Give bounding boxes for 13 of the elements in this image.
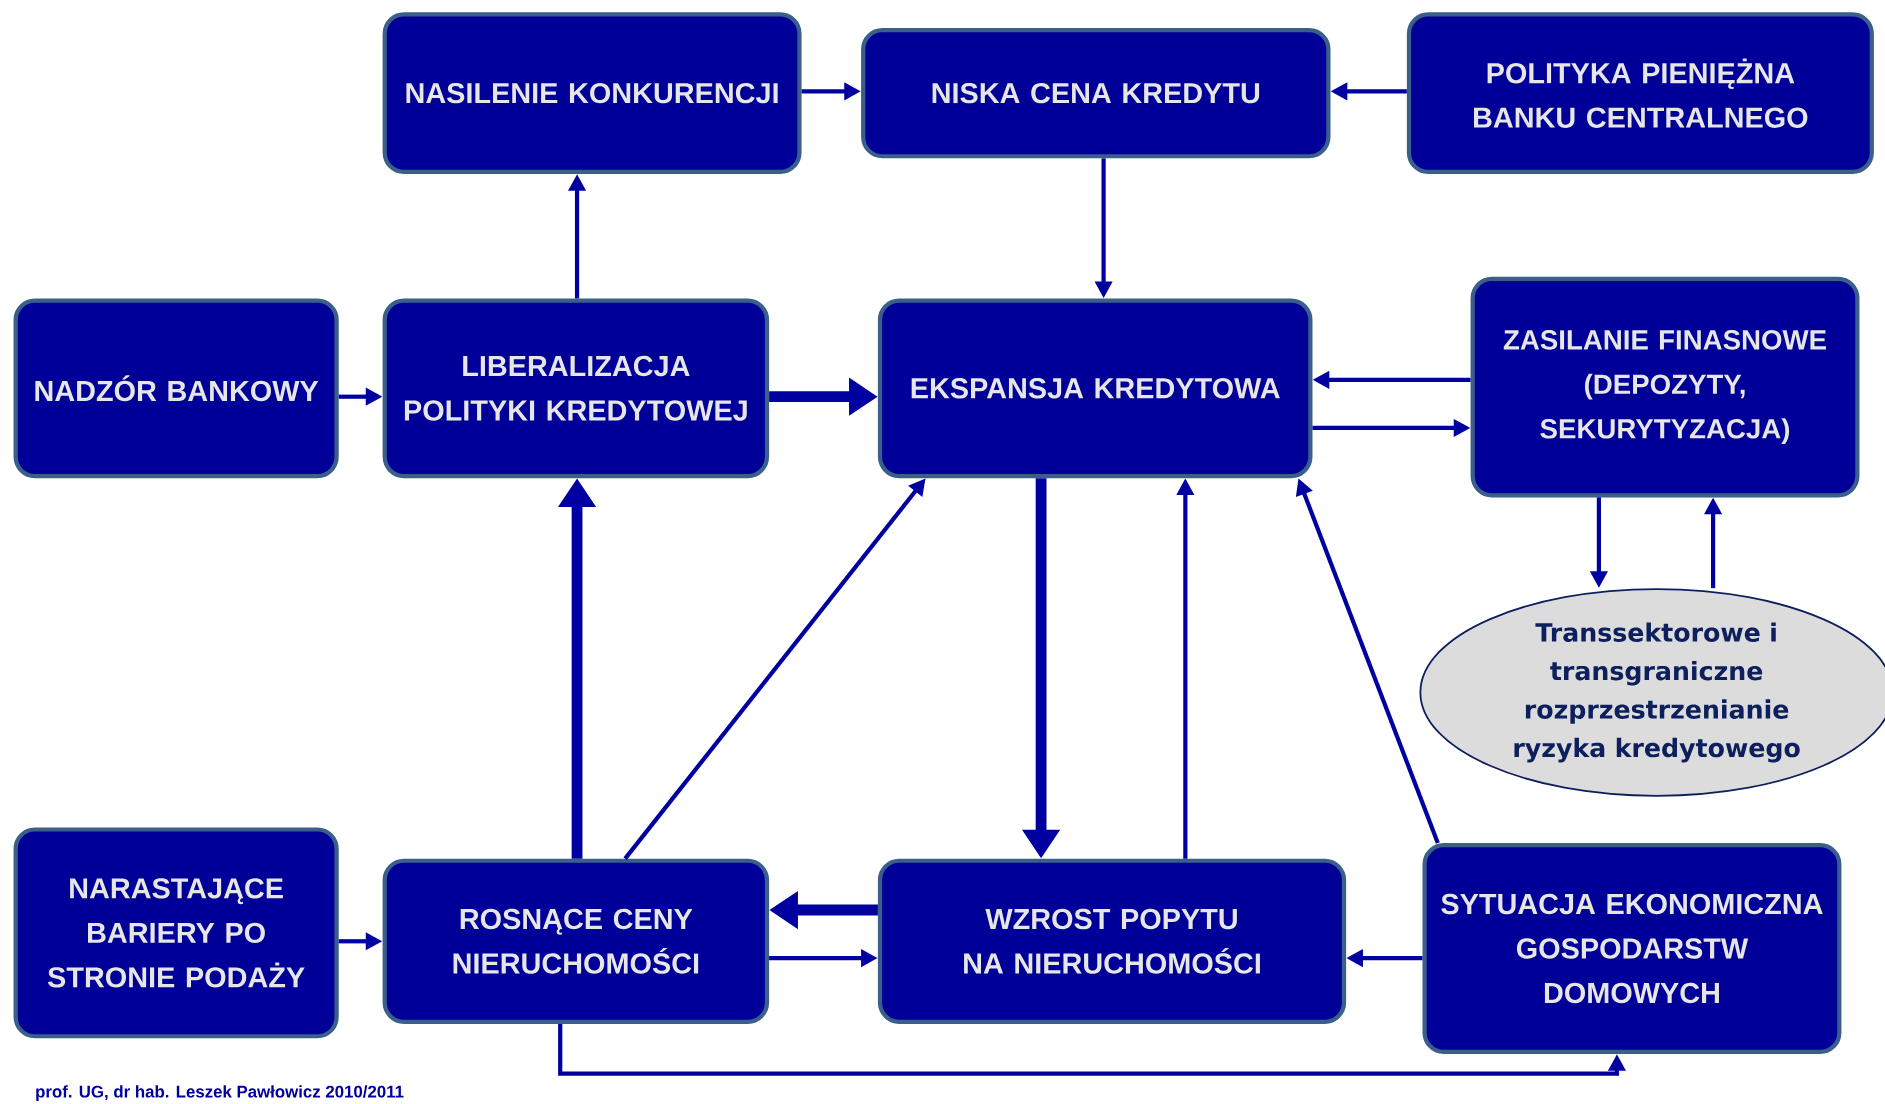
process-box: ZASILANIE FINASNOWE (DEPOZYTY, SEKURYTYZACJA)	[1470, 277, 1860, 498]
process-box: LIBERALIZACJA POLITYKI KREDYTOWEJ	[382, 298, 770, 479]
process-box: ROSNĄCE CENY NIERUCHOMOŚCI	[382, 858, 770, 1025]
process-box: POLITYKA PIENIĘŻNA BANKU CENTRALNEGO	[1406, 12, 1874, 175]
process-box: WZROST POPYTU NA NIERUCHOMOŚCI	[877, 858, 1347, 1025]
process-box: SYTUACJA EKONOMICZNA GOSPODARSTW DOMOWYCH	[1422, 843, 1842, 1055]
process-box: NARASTAJĄCE BARIERY PO STRONIE PODAŻY	[13, 827, 339, 1039]
footer-text: prof. UG, dr hab. Leszek Pawłowicz 2010/2011	[36, 1085, 404, 1102]
process-box: NISKA CENA KREDYTU	[861, 28, 1331, 159]
process-box: NADZÓR BANKOWY	[13, 298, 339, 479]
process-box: NASILENIE KONKURENCJI	[382, 12, 802, 175]
process-box: EKSPANSJA KREDYTOWA	[877, 298, 1313, 479]
ellipse-node: Transsektorowe i transgraniczne rozprzestrzenianie ryzyka kredytowego	[1419, 588, 1885, 797]
